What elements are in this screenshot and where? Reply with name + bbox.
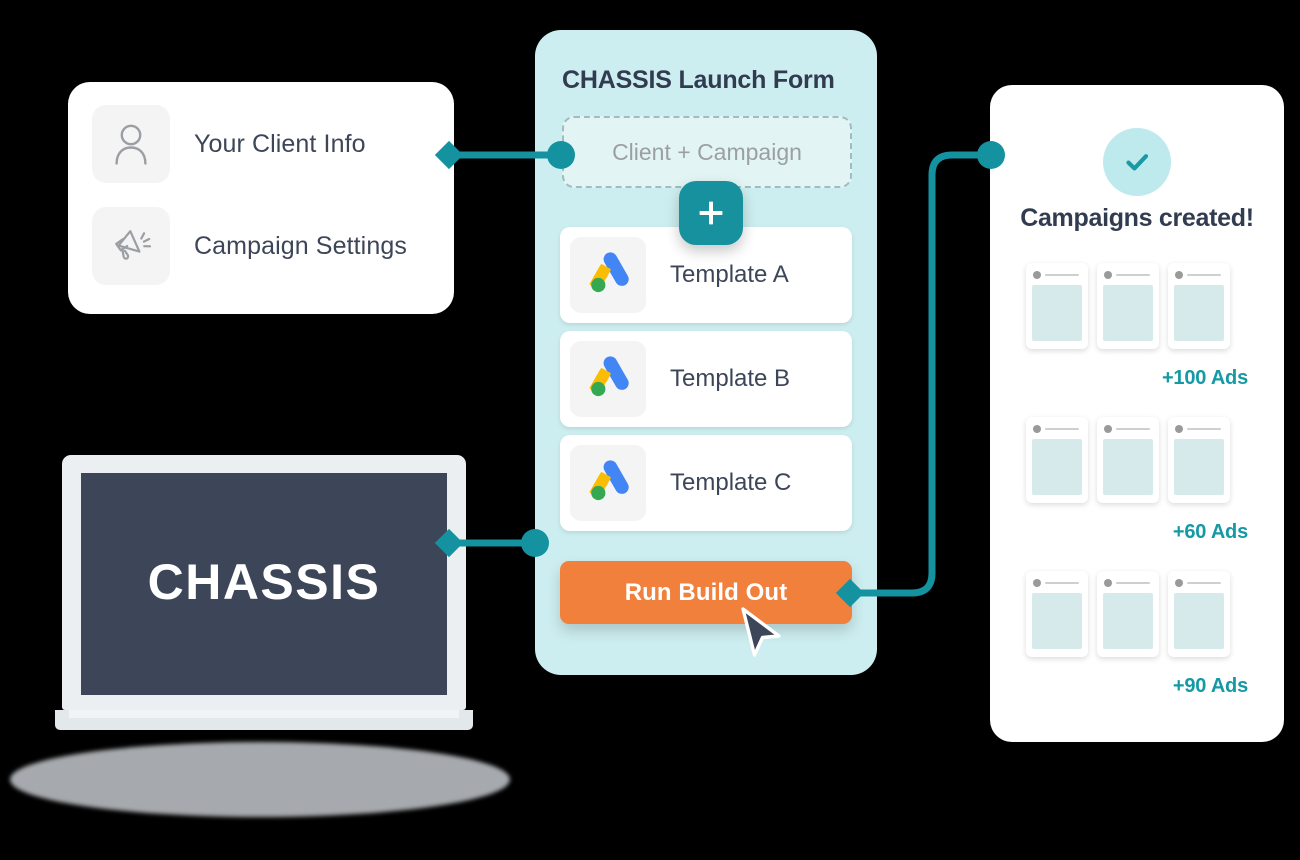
- ad-count-label: +100 Ads: [1161, 367, 1248, 389]
- ad-thumbnail-row: [1026, 263, 1248, 349]
- laptop-ground-shadow: [10, 742, 510, 817]
- ad-thumbnail[interactable]: [1026, 571, 1088, 657]
- thumb-dot-icon: [1175, 579, 1183, 587]
- template-label: Template C: [670, 469, 792, 496]
- thumb-line: [1116, 582, 1150, 584]
- thumb-body: [1174, 285, 1224, 341]
- thumb-line: [1187, 428, 1221, 430]
- template-row[interactable]: Template C: [560, 435, 852, 531]
- thumb-line: [1045, 582, 1079, 584]
- client-info-card: Your Client Info Campaign Settings: [68, 82, 454, 314]
- thumb-body: [1032, 593, 1082, 649]
- laptop-base-lip: [69, 710, 459, 718]
- template-label: Template B: [670, 365, 791, 392]
- run-build-out-button[interactable]: Run Build Out: [560, 561, 852, 624]
- thumb-body: [1103, 285, 1153, 341]
- ad-group: +90 Ads: [1026, 571, 1248, 697]
- thumb-dot-icon: [1175, 425, 1183, 433]
- thumb-line: [1045, 274, 1079, 276]
- list-item-label: Your Client Info: [194, 129, 366, 158]
- ad-thumbnail[interactable]: [1097, 263, 1159, 349]
- status-badge: [1103, 128, 1171, 196]
- thumb-dot-icon: [1175, 271, 1183, 279]
- run-build-out-label: Run Build Out: [624, 578, 788, 606]
- ad-thumbnail-row: [1026, 571, 1248, 657]
- thumb-line: [1187, 582, 1221, 584]
- ad-group: +60 Ads: [1026, 417, 1248, 543]
- ad-thumbnail[interactable]: [1168, 263, 1230, 349]
- google-ads-icon: [570, 341, 646, 417]
- ad-thumbnail[interactable]: [1026, 417, 1088, 503]
- thumb-body: [1174, 439, 1224, 495]
- thumb-body: [1174, 593, 1224, 649]
- user-icon: [92, 105, 170, 183]
- check-icon: [1126, 154, 1149, 171]
- thumb-body: [1032, 439, 1082, 495]
- thumb-dot-icon: [1033, 425, 1041, 433]
- laptop-lid: CHASSIS: [62, 455, 466, 710]
- thumb-body: [1103, 593, 1153, 649]
- thumb-dot-icon: [1033, 271, 1041, 279]
- thumb-dot-icon: [1104, 579, 1112, 587]
- list-item-campaign-settings[interactable]: Campaign Settings: [92, 207, 407, 285]
- ad-thumbnail[interactable]: [1168, 571, 1230, 657]
- thumb-body: [1032, 285, 1082, 341]
- template-label: Template A: [670, 261, 789, 288]
- ad-count-label: +90 Ads: [1172, 675, 1248, 697]
- page-title: Campaigns created!: [1020, 204, 1254, 232]
- search-input[interactable]: Client + Campaign: [562, 116, 852, 188]
- template-row[interactable]: Template B: [560, 331, 852, 427]
- thumb-line: [1187, 274, 1221, 276]
- input-placeholder: Client + Campaign: [612, 138, 802, 165]
- thumb-line: [1116, 274, 1150, 276]
- ad-thumbnail[interactable]: [1097, 571, 1159, 657]
- add-button[interactable]: [679, 181, 743, 245]
- ad-thumbnail-row: [1026, 417, 1248, 503]
- mouse-pointer-icon: [741, 607, 781, 657]
- laptop-screen: CHASSIS: [81, 473, 447, 695]
- thumb-line: [1045, 428, 1079, 430]
- thumb-dot-icon: [1033, 579, 1041, 587]
- laptop-illustration: CHASSIS: [55, 455, 473, 740]
- thumb-line: [1116, 428, 1150, 430]
- list-item-client-info[interactable]: Your Client Info: [92, 105, 366, 183]
- ad-group: +100 Ads: [1026, 263, 1248, 389]
- list-item-label: Campaign Settings: [194, 231, 407, 260]
- campaigns-created-card: Campaigns created! +1: [990, 85, 1284, 742]
- google-ads-icon: [570, 237, 646, 313]
- ad-thumbnail[interactable]: [1168, 417, 1230, 503]
- google-ads-icon: [570, 445, 646, 521]
- plus-icon: [699, 201, 723, 225]
- thumb-body: [1103, 439, 1153, 495]
- chassis-wordmark: CHASSIS: [147, 554, 381, 610]
- ad-thumbnail[interactable]: [1026, 263, 1088, 349]
- thumb-dot-icon: [1104, 425, 1112, 433]
- ad-thumbnail[interactable]: [1097, 417, 1159, 503]
- ad-count-label: +60 Ads: [1172, 521, 1248, 543]
- page-title: CHASSIS Launch Form: [562, 66, 835, 94]
- thumb-dot-icon: [1104, 271, 1112, 279]
- megaphone-icon: [92, 207, 170, 285]
